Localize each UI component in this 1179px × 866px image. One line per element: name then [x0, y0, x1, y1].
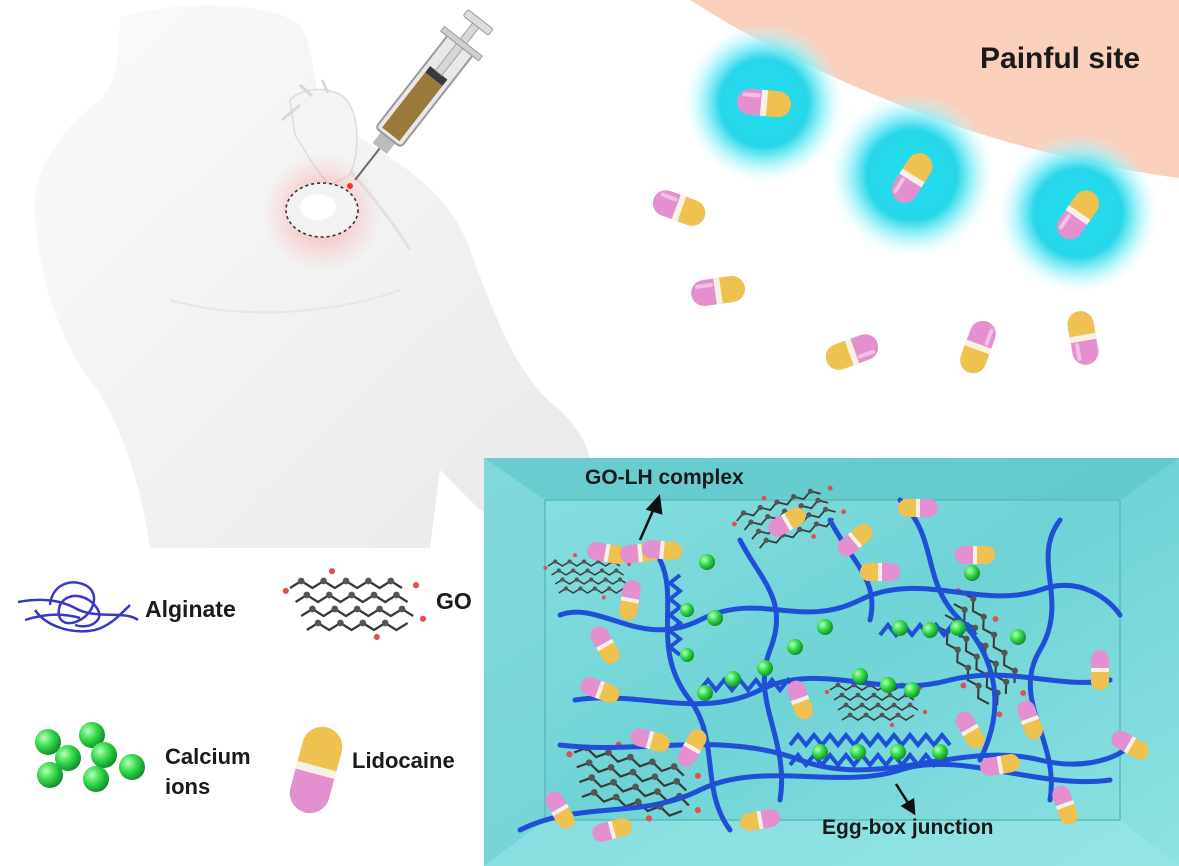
alginate-chain-icon [17, 581, 139, 633]
calcium-label-line2: ions [165, 774, 211, 799]
calcium-label-line1: Calcium [165, 744, 251, 769]
egg-box-junction-arrow [894, 783, 916, 816]
calcium-ion-icon [35, 722, 145, 792]
painful-site-label: Painful site [980, 42, 1141, 75]
alginate-legend-label: Alginate [145, 596, 236, 622]
network-calcium-ions [680, 554, 1026, 760]
go-lh-complex-label: GO-LH complex [585, 466, 744, 489]
graphene-oxide-icon [281, 566, 428, 642]
active-capsule-2 [830, 93, 994, 257]
go-lh-complex-arrow [638, 494, 663, 541]
active-capsule-1 [684, 23, 844, 183]
calcium-ions-legend-label: Calcium ions [165, 742, 251, 802]
active-capsule-3 [998, 133, 1158, 293]
hydrogel-network-panel [484, 458, 1179, 866]
capsule-icon [289, 726, 343, 814]
egg-box-junction-label: Egg-box junction [822, 816, 994, 839]
lidocaine-legend-label: Lidocaine [352, 748, 455, 773]
syringe-icon [354, 9, 493, 181]
go-legend-label: GO [436, 588, 472, 614]
